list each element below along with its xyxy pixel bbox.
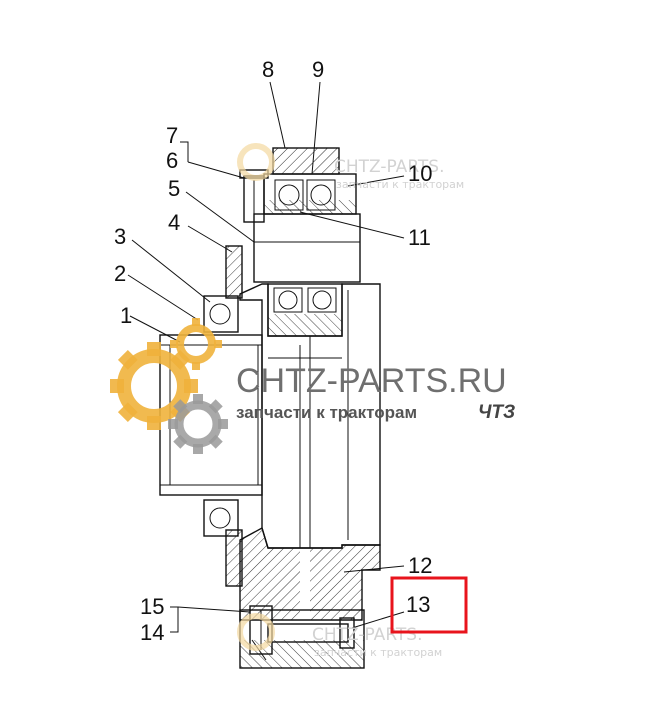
highlight-box <box>390 576 468 634</box>
callout-4[interactable]: 4 <box>168 210 180 235</box>
watermark-small-top: CHTZ-PARTS. запчасти к тракторам <box>237 143 464 191</box>
watermark-small-tagline: запчасти к тракторам <box>336 178 464 191</box>
callout-10[interactable]: 10 <box>408 161 432 186</box>
callout-15[interactable]: 15 <box>140 594 164 619</box>
callout-13[interactable]: 13 <box>406 592 430 617</box>
watermark-small-brand: CHTZ-PARTS. <box>334 157 444 177</box>
callout-8[interactable]: 8 <box>262 57 274 82</box>
watermark-brand: CHTZ-PARTS.RU <box>236 362 507 400</box>
callout-3[interactable]: 3 <box>114 224 126 249</box>
callout-14[interactable]: 14 <box>140 620 164 645</box>
callout-7[interactable]: 7 <box>166 123 178 148</box>
watermark-small-bottom: CHTZ-PARTS. запчасти к тракторам <box>237 613 442 659</box>
assembly-drawing <box>159 147 381 669</box>
gear-orange-small-icon <box>170 318 222 370</box>
watermark-small-tagline-bottom: запчасти к тракторам <box>314 646 442 659</box>
callout-labels: 1 2 3 4 5 6 7 8 9 10 11 12 13 14 15 <box>114 57 432 645</box>
watermark-tagline-suffix: ЧТЗ <box>478 402 515 423</box>
callout-6[interactable]: 6 <box>166 148 178 173</box>
callout-2[interactable]: 2 <box>114 261 126 286</box>
callout-1[interactable]: 1 <box>120 303 132 328</box>
gear-gray-icon <box>168 394 228 454</box>
callout-11[interactable]: 11 <box>408 225 431 250</box>
watermark-tagline: запчасти к тракторам <box>236 403 417 422</box>
callout-5[interactable]: 5 <box>168 176 180 201</box>
leader-lines <box>127 81 405 633</box>
watermark-logo: CHTZ-PARTS.RU запчасти к тракторам ЧТЗ <box>110 318 515 454</box>
watermark-small-brand-bottom: CHTZ-PARTS. <box>312 625 422 645</box>
callout-12[interactable]: 12 <box>408 553 432 578</box>
callout-9[interactable]: 9 <box>312 57 324 82</box>
